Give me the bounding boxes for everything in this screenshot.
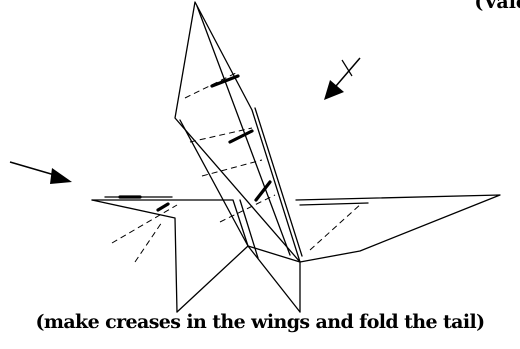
push-arrow-right [324, 58, 360, 100]
left-wing-outline [92, 200, 248, 246]
right-wing-top [300, 203, 368, 205]
crease-left-wing-2 [135, 222, 162, 262]
fin-inner-edge [197, 6, 290, 255]
fin-outline [175, 2, 300, 262]
crease-left-wing-1 [112, 205, 177, 243]
push-arrow-left [10, 162, 72, 184]
diagram-caption: (make creases in the wings and fold the … [0, 311, 520, 333]
crease-fin-3 [202, 160, 262, 176]
left-wing-lower [92, 200, 177, 312]
fold-mark-1 [212, 76, 238, 86]
fold-mark-4 [158, 204, 168, 210]
cropped-heading-text: (Vale [474, 0, 520, 13]
right-wing-outline [296, 195, 500, 262]
crease-right-wing [310, 203, 362, 250]
